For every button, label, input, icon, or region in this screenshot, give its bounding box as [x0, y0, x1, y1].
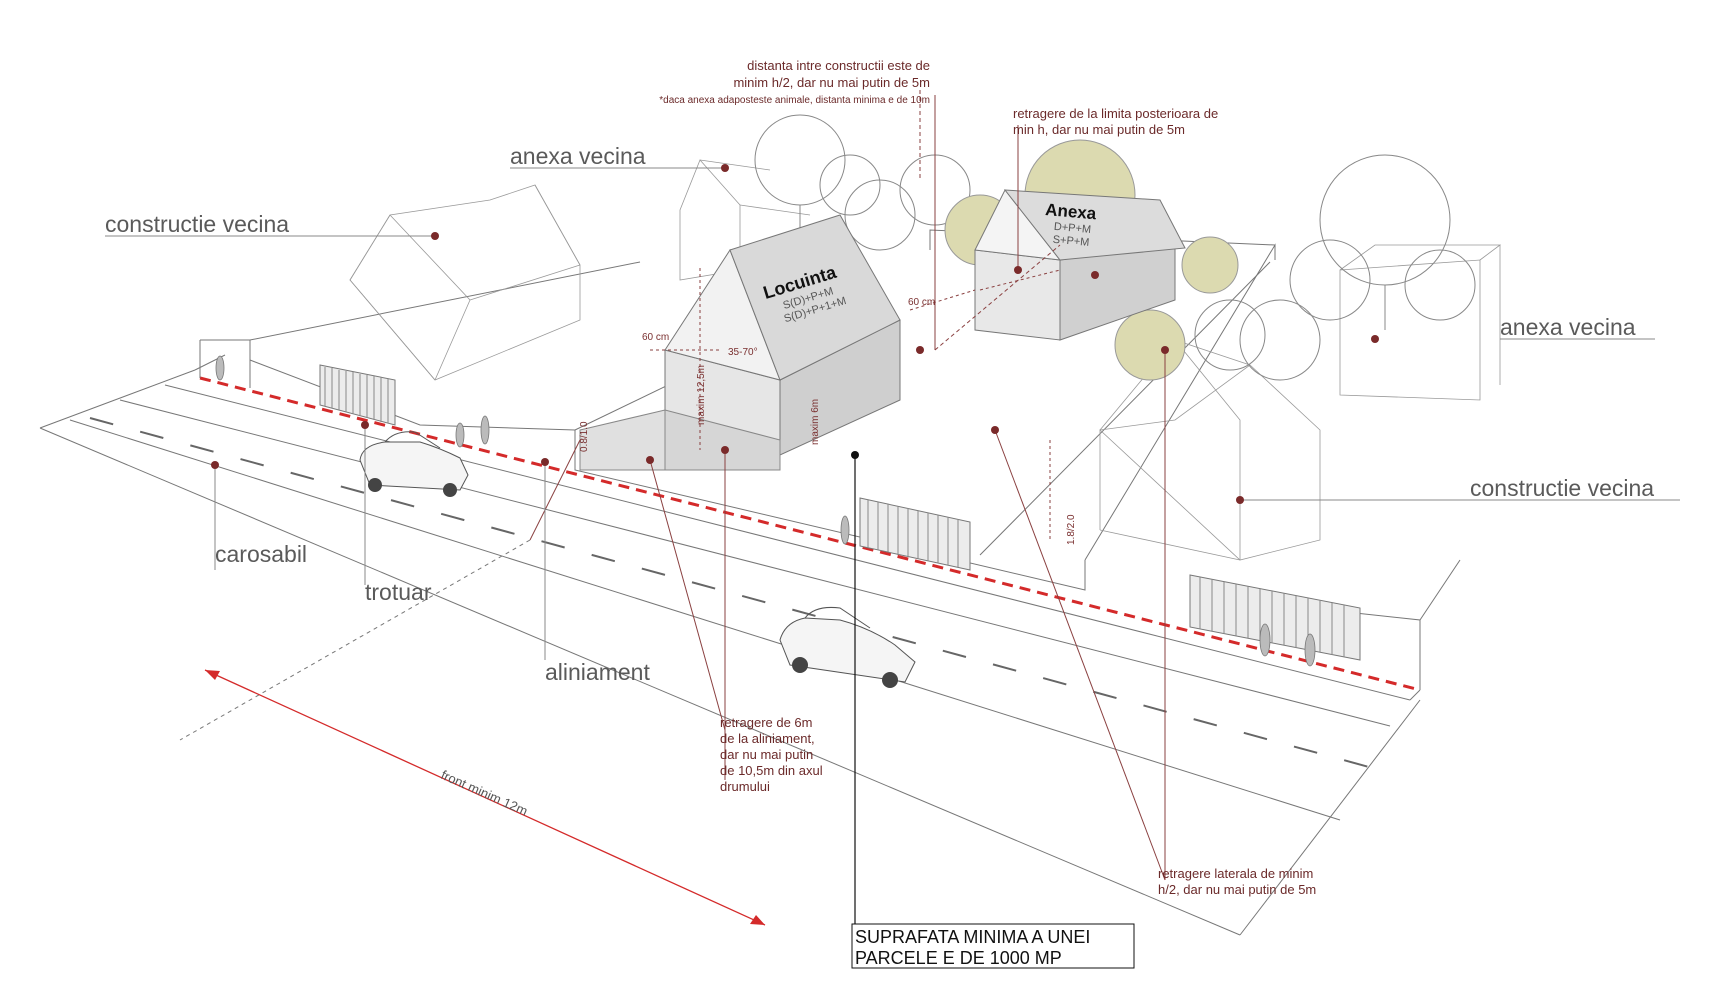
dim-fence-right: 1.8/2.0	[1066, 514, 1077, 545]
anexa-line2: S+P+M	[1052, 234, 1090, 249]
dim-60cm-right: 60 cm	[908, 297, 935, 308]
neighbour-house-right	[1099, 339, 1321, 561]
note-aliniament-1: retragere de 6m	[720, 715, 813, 730]
note-lateral: retragere laterala de minim h/2, dar nu …	[1158, 866, 1316, 897]
dim-maxim-cornice: maxim 6m	[810, 399, 821, 445]
note-aliniament-4: de 10,5m din axul	[720, 763, 823, 778]
label-constructie-vecina-left: constructie vecina	[105, 211, 289, 237]
note-posterior-1: retragere de la limita posterioara de	[1013, 106, 1218, 121]
car-right	[779, 607, 916, 688]
note-aliniament: retragere de 6m de la aliniament, dar nu…	[720, 715, 823, 794]
caption-box: SUPRAFATA MINIMA A UNEI PARCELE E DE 100…	[851, 923, 1135, 969]
anexa-line1: D+P+M	[1053, 221, 1091, 236]
label-front-minim: front minim 12m	[439, 767, 530, 819]
aliniament-red-line	[199, 376, 1421, 692]
neighbour-annex-right	[1339, 244, 1502, 401]
gate-left	[319, 364, 396, 426]
label-constructie-vecina-right: constructie vecina	[1470, 475, 1654, 501]
label-aliniament: aliniament	[545, 659, 650, 685]
car-left	[359, 431, 469, 497]
note-distanta-2: minim h/2, dar nu mai putin de 5m	[733, 75, 930, 90]
gate-right	[1189, 574, 1361, 661]
label-trotuar: trotuar	[365, 579, 432, 605]
anexa-title: Anexa	[1045, 200, 1098, 223]
house-locuinta	[579, 214, 901, 471]
note-posterior: retragere de la limita posterioara de mi…	[1013, 106, 1218, 137]
note-aliniament-5: drumului	[720, 779, 770, 794]
pedestrians	[215, 355, 1316, 667]
dim-maxim-height: maxim 12,5m	[696, 365, 707, 425]
note-distanta: distanta intre constructii este de minim…	[659, 58, 930, 106]
tag-anexa: Anexa D+P+M S+P+M	[1045, 200, 1098, 249]
trees-outline	[754, 114, 1476, 381]
marker-dots	[211, 164, 1379, 504]
caption-line1: SUPRAFATA MINIMA A UNEI	[855, 927, 1090, 947]
dim-60cm-left: 60 cm	[642, 332, 669, 343]
caption-line2: PARCELE E DE 1000 MP	[855, 948, 1062, 968]
note-aliniament-3: dar nu mai putin	[720, 747, 813, 762]
note-lateral-1: retragere laterala de minim	[1158, 866, 1313, 881]
label-leaders	[105, 167, 1680, 660]
note-distanta-1: distanta intre constructii este de	[747, 58, 930, 73]
note-distanta-3: *daca anexa adaposteste animale, distant…	[659, 95, 930, 106]
label-anexa-vecina-right: anexa vecina	[1500, 314, 1636, 340]
dim-fence-left: 0.8/1.0	[579, 421, 590, 452]
dim-roof-angle: 35-70°	[728, 347, 758, 358]
label-anexa-vecina-top: anexa vecina	[510, 143, 646, 169]
leader-lines	[179, 90, 1166, 928]
note-lateral-2: h/2, dar nu mai putin de 5m	[1158, 882, 1316, 897]
note-posterior-2: min h, dar nu mai putin de 5m	[1013, 122, 1185, 137]
gate-middle	[859, 497, 971, 571]
front-dimension	[204, 669, 766, 926]
neighbour-house-left	[349, 184, 581, 381]
label-carosabil: carosabil	[215, 541, 307, 567]
note-aliniament-2: de la aliniament,	[720, 731, 815, 746]
